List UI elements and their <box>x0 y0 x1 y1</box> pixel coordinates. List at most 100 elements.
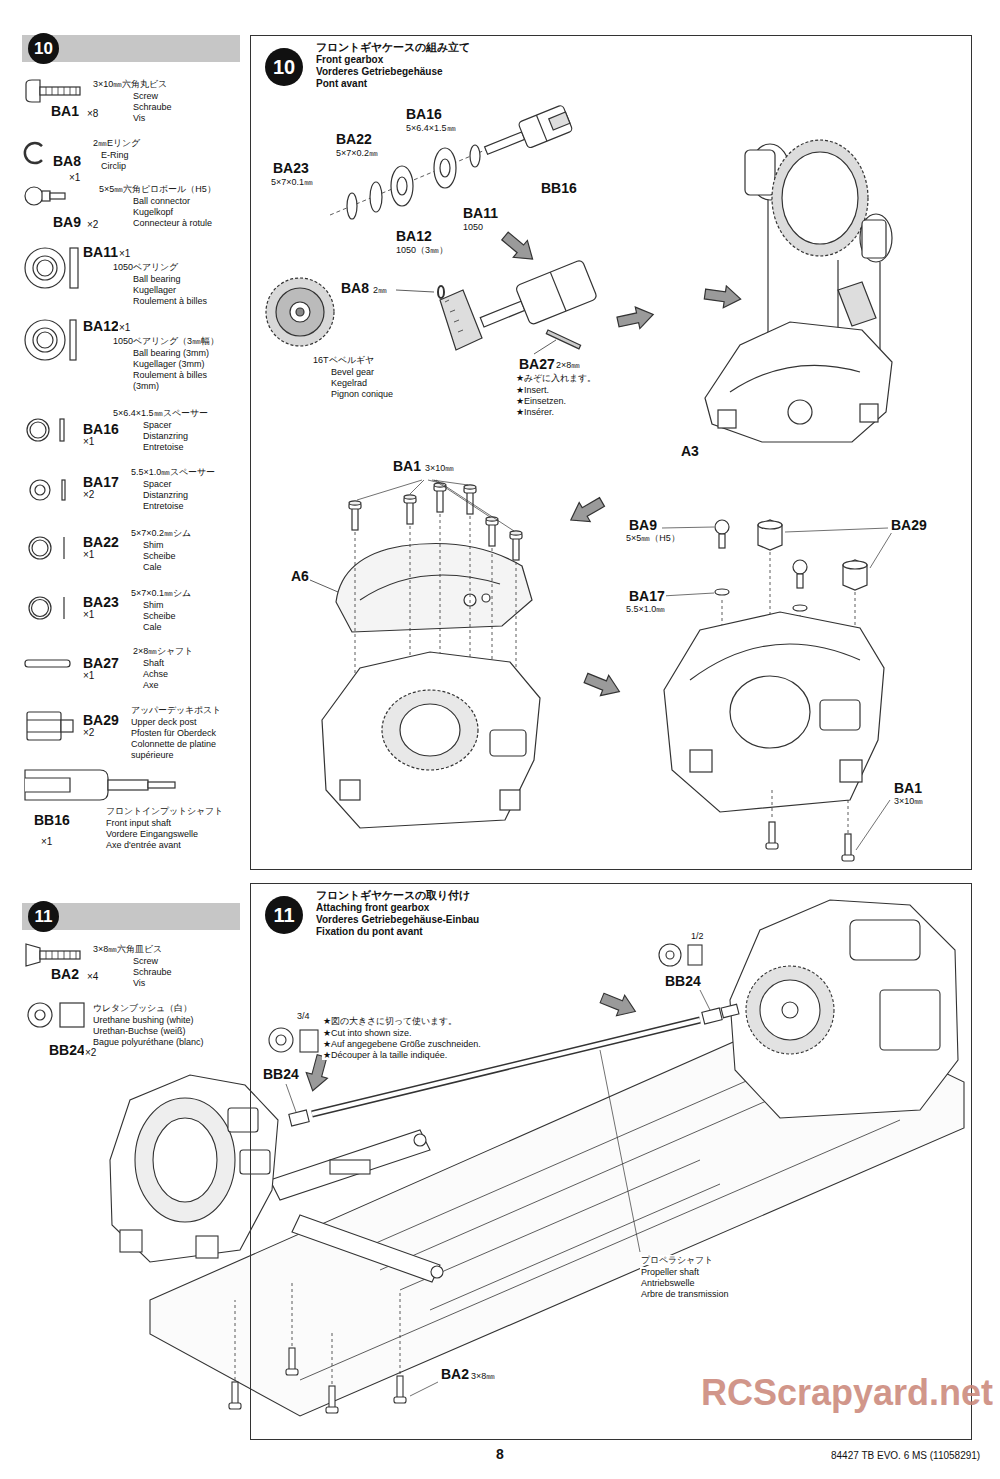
part-text: ★Auf angegebene Größe zuschneiden. <box>322 1039 482 1049</box>
step10-upper-case <box>360 575 500 600</box>
part-text: 16Tベベルギヤ <box>312 355 375 365</box>
parts-icons <box>42 191 50 201</box>
part-text: Distanzring <box>142 431 189 441</box>
part-text: 1050ベアリング <box>112 262 179 272</box>
part-text: Axe <box>142 680 160 690</box>
step10-differential-into-case <box>788 400 812 424</box>
part-text: E-Ring <box>100 150 130 160</box>
step-title: Vorderes Getriebegehäuse-Einbau <box>316 914 479 926</box>
part-text: Spacer <box>142 420 173 430</box>
part-text: フロントインプットシャフト <box>105 806 224 816</box>
parts-icons <box>62 480 65 500</box>
step10-exploded-shaft <box>536 115 546 141</box>
step10-finished-gearbox <box>662 520 892 861</box>
parts-icons <box>63 597 64 619</box>
part-text: Pfosten für Oberdeck <box>130 728 217 738</box>
part-text: supérieure <box>130 750 175 760</box>
step11-chassis <box>598 988 640 1022</box>
part-code: BA23 <box>82 594 120 610</box>
parts-icons <box>40 951 80 959</box>
part-text: Scheibe <box>142 551 177 561</box>
step-title: Fixation du pont avant <box>316 926 423 938</box>
step-header-band: 10 <box>22 35 240 62</box>
step11-chassis <box>782 1002 798 1018</box>
step-title: Vorderes Getriebegehäuse <box>316 66 443 78</box>
step10-finished-gearbox <box>793 560 807 574</box>
part-code: BB24 <box>48 1042 86 1058</box>
part-text: Urethane bushing (white) <box>92 1015 195 1025</box>
step10-upper-case <box>490 730 526 756</box>
part-text: Scheibe <box>142 611 177 621</box>
step10-upper-case <box>500 790 520 810</box>
step10-finished-gearbox <box>840 760 862 782</box>
part-text: ★Einsetzen. <box>515 396 567 406</box>
parts-icons <box>30 480 50 500</box>
parts-icons <box>46 87 76 95</box>
part-code: BA27 <box>518 356 556 372</box>
part-code: A3 <box>680 443 700 459</box>
step10-finished-gearbox <box>715 520 729 534</box>
step10-exploded-shaft <box>616 304 656 333</box>
step10-upper-case <box>349 501 361 530</box>
part-text: ×1 <box>82 549 95 561</box>
step-number: 11 <box>265 896 303 934</box>
step10-exploded-shaft <box>474 259 597 341</box>
parts-icons <box>46 951 76 959</box>
parts-icons <box>26 944 40 966</box>
part-code: BB16 <box>33 812 71 828</box>
step10-finished-gearbox <box>843 561 867 569</box>
step11-chassis <box>326 1386 338 1413</box>
part-text: Front input shaft <box>105 818 172 828</box>
part-text: Spacer <box>142 479 173 489</box>
part-code: BA9 <box>52 214 82 230</box>
step10-upper-case <box>340 780 360 800</box>
step-title: Attaching front gearbox <box>316 902 429 914</box>
part-text: 2㎜ <box>372 285 388 295</box>
step10-exploded-shaft <box>470 145 480 167</box>
step11-chassis <box>228 1108 258 1132</box>
step10-differential-into-case <box>705 322 892 442</box>
part-code: BA16 <box>405 106 443 122</box>
part-text: 5.5×1.0㎜スペーサー <box>130 467 216 477</box>
part-text: 2×8㎜ <box>555 360 581 370</box>
part-code: BB16 <box>540 180 578 196</box>
step10-upper-case <box>565 492 607 529</box>
step10-differential-into-case <box>862 220 886 258</box>
step11-chassis <box>702 1008 722 1024</box>
part-code: BA17 <box>82 474 120 490</box>
part-text: 3×10㎜ <box>893 796 924 806</box>
step11-chassis <box>235 1280 400 1384</box>
part-text: ×2 <box>82 727 95 739</box>
step10-exploded-shaft <box>485 132 525 154</box>
step10-finished-gearbox <box>793 605 807 611</box>
step11-chassis <box>286 1084 296 1112</box>
step10-differential-into-case <box>838 282 876 326</box>
part-text: 5×7×0.2㎜ <box>335 148 379 158</box>
step-title: Pont avant <box>316 78 367 90</box>
part-text: Distanzring <box>142 490 189 500</box>
part-text: ×1 <box>118 322 131 334</box>
parts-icons <box>26 80 40 102</box>
parts-icons <box>32 600 49 617</box>
step11-chassis <box>600 1050 640 1252</box>
part-code: BB24 <box>664 973 702 989</box>
part-text: ★Cut into shown size. <box>322 1028 413 1038</box>
part-text: 3×8㎜ <box>470 1371 496 1381</box>
part-text: 5×7×0.1㎜シム <box>130 588 192 598</box>
part-code: BA2 <box>50 966 80 982</box>
part-code: BA29 <box>82 712 120 728</box>
part-code: BA11 <box>82 244 119 260</box>
part-text: ×2 <box>84 1047 97 1059</box>
parts-icons <box>35 1010 45 1020</box>
part-text: Screw <box>132 91 159 101</box>
parts-icons <box>29 537 51 559</box>
step10-upper-case <box>434 483 446 512</box>
part-code: BA8 <box>52 153 82 169</box>
part-text: Bevel gear <box>330 367 375 377</box>
step11-chassis <box>292 1215 440 1282</box>
part-text: 5×7×0.2㎜シム <box>130 528 192 538</box>
part-text: アッパーデッキポスト <box>130 705 222 715</box>
part-text: Circlip <box>100 161 127 171</box>
part-code: BA1 <box>392 458 422 474</box>
step10-exploded-shaft <box>480 301 525 327</box>
